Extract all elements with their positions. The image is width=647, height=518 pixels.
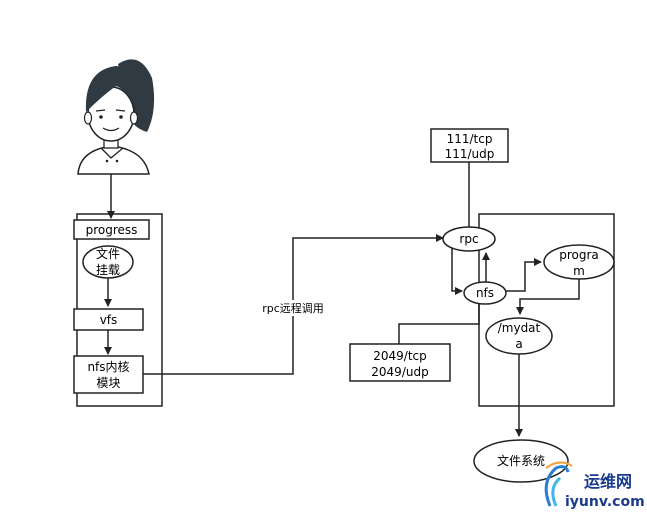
port-111-udp-label: 111/udp [445, 147, 495, 161]
rpc-label: rpc [459, 232, 478, 246]
mydata-label-1: /mydat [498, 321, 541, 335]
rpc-node: rpc [442, 226, 496, 252]
program-node: progra m [543, 244, 615, 280]
mydata-node: /mydat a [485, 317, 553, 355]
watermark-logo: 运维网 iyunv.com [544, 461, 645, 510]
progress-label: progress [86, 223, 138, 237]
nfs-kernel-label-1: nfs内核 [87, 360, 129, 374]
port-2049-tcp-label: 2049/tcp [373, 349, 427, 363]
filesystem-label: 文件系统 [497, 453, 545, 468]
file-mount-label-1: 文件 [96, 246, 120, 261]
file-mount-node: 文件 挂载 [82, 245, 134, 279]
arrow-rpc-to-nfs [451, 248, 463, 295]
port-2049-udp-label: 2049/udp [371, 365, 428, 379]
mydata-label-2: a [515, 337, 522, 351]
port-111-tcp-label: 111/tcp [447, 132, 493, 146]
nfs-kernel-label-2: 模块 [96, 376, 120, 390]
rpc-call-label: rpc远程调用 [262, 302, 324, 315]
nfs-kernel-node: nfs内核 模块 [73, 355, 144, 394]
port-2049-box: 2049/tcp 2049/udp [349, 343, 451, 382]
server-container [478, 213, 615, 407]
port-111-box: 111/tcp 111/udp [430, 128, 509, 163]
vfs-label: vfs [100, 313, 118, 327]
user-avatar-icon [77, 59, 155, 175]
filesystem-node: 文件系统 [473, 439, 569, 483]
file-mount-label-2: 挂载 [96, 263, 120, 277]
arrow-nfs-to-program [506, 258, 542, 292]
program-label-2: m [573, 264, 585, 278]
nfs-node: nfs [463, 281, 507, 305]
vfs-node: vfs [73, 308, 144, 331]
line-port2049-to-nfs [398, 304, 480, 344]
nfs-label: nfs [476, 286, 494, 300]
program-label-1: progra [559, 248, 599, 262]
arrow-program-to-mydata [516, 279, 580, 315]
watermark-cn: 运维网 [584, 472, 632, 491]
watermark-domain: iyunv.com [565, 494, 645, 510]
progress-node: progress [73, 219, 150, 240]
